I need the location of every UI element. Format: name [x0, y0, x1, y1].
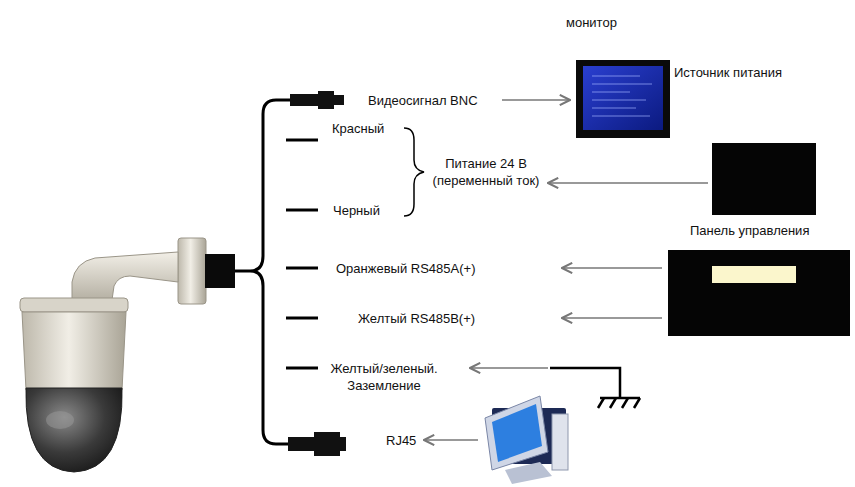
brace: [404, 128, 424, 216]
device-label: Панель управления: [690, 222, 809, 239]
signal-label: Оранжевый RS485A(+): [336, 260, 475, 277]
monitor: [576, 60, 670, 138]
signal-label: RJ45: [386, 432, 416, 449]
wire-color: Красный: [332, 120, 384, 137]
signal-label: Видеосигнал BNC: [368, 92, 478, 109]
device-label: монитор: [566, 14, 617, 31]
wires: [286, 140, 318, 368]
junction-box: [205, 254, 235, 288]
cable-bracket: [250, 100, 292, 444]
power-label: Питание 24 В (переменный ток): [428, 155, 544, 189]
signal-label: Желтый RS485B(+): [358, 310, 475, 327]
device-label: Источник питания: [674, 64, 782, 81]
control-keyboard: [668, 250, 850, 336]
wire-color: Черный: [333, 202, 380, 219]
computer: [485, 396, 568, 484]
power-supply: [712, 143, 816, 215]
ground-symbol: [550, 368, 640, 408]
rj45-connector: [288, 432, 346, 456]
bnc-connector: [290, 91, 344, 109]
ground-label: Желтый/зеленый. Заземление: [330, 360, 438, 394]
ptz-camera: [20, 238, 206, 472]
cable: [235, 270, 250, 273]
